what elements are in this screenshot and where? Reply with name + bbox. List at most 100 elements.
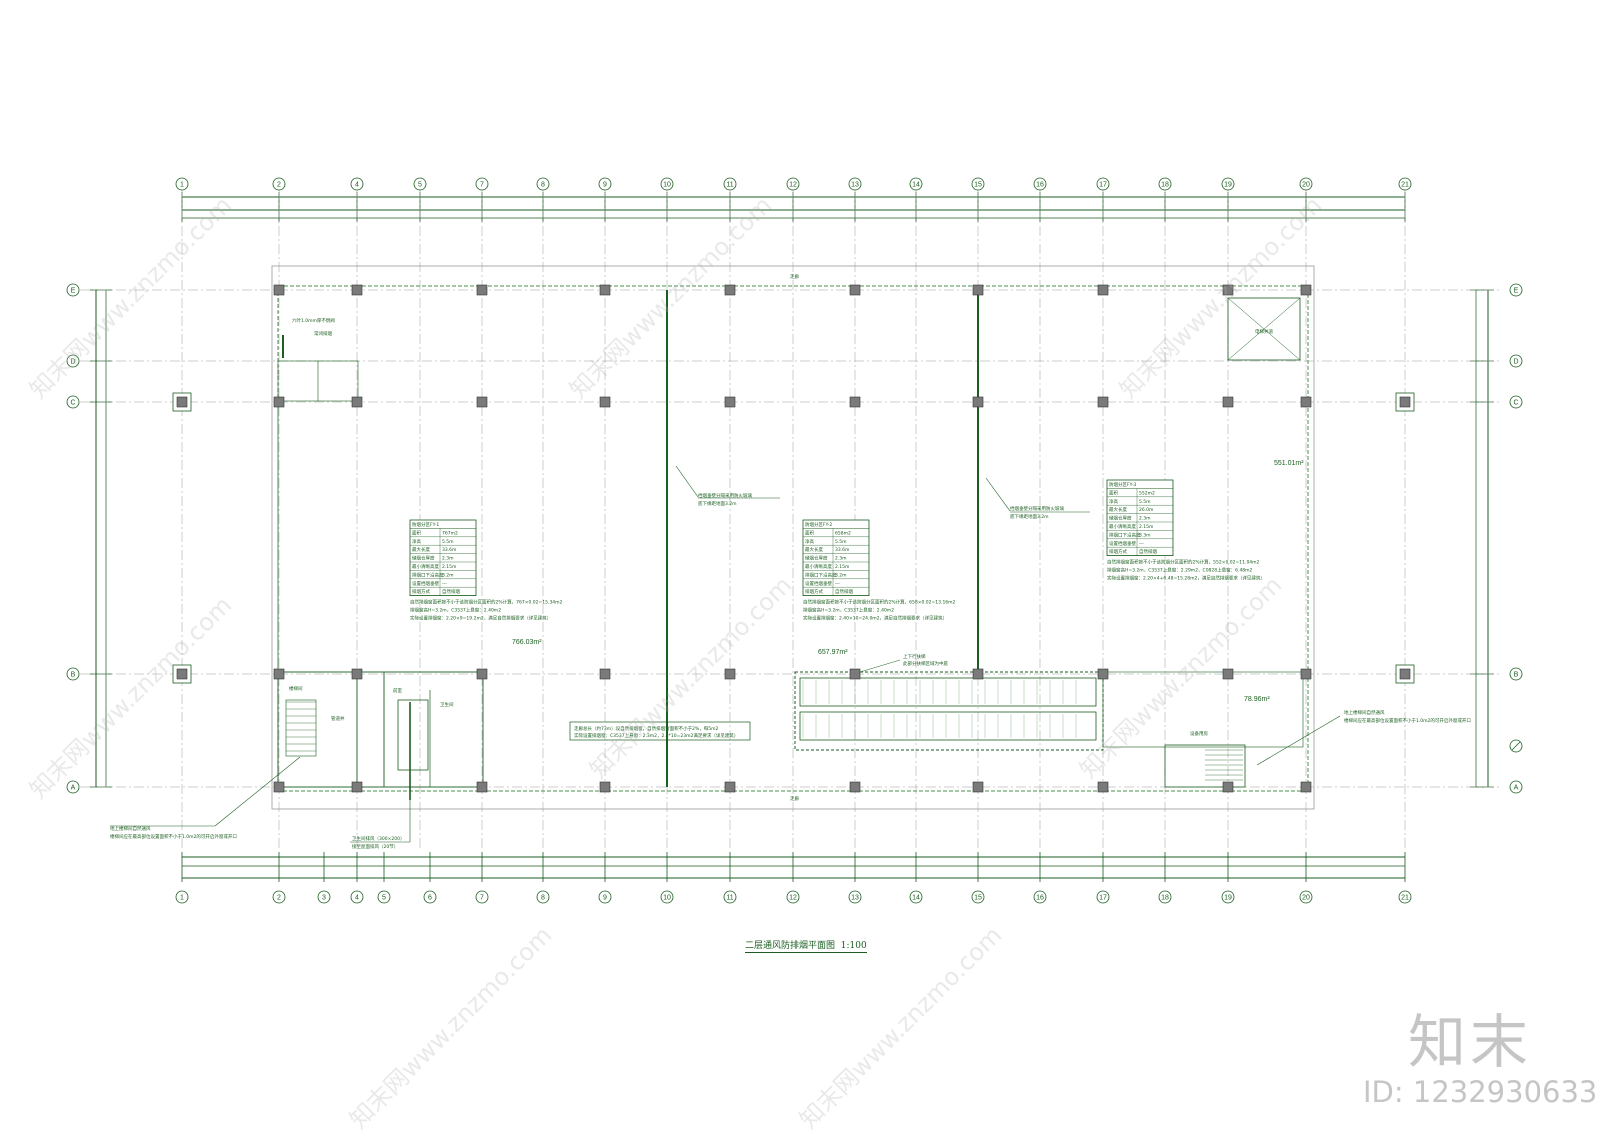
axis-bubble-label: 10 — [663, 895, 671, 902]
axis-bubble — [536, 177, 550, 191]
smoke-table-value: 2.3m — [1139, 516, 1151, 522]
smoke-table-value: 5.5m — [1139, 499, 1151, 505]
axis-bubble — [350, 890, 364, 904]
stair-tag: 楼梯间 — [289, 685, 303, 692]
axis-bubble — [1096, 890, 1110, 904]
axis-bubble-label: 5 — [418, 182, 422, 189]
column — [1097, 396, 1109, 408]
corridor-bottom-tag: 走廊 — [790, 795, 799, 802]
axis-bubble-label: B — [71, 672, 76, 679]
axis-bubble — [1509, 354, 1523, 368]
axis-bubble — [971, 890, 985, 904]
axis-bubble — [786, 177, 800, 191]
axis-bubble — [1221, 177, 1235, 191]
smoke-table-note: 排烟窗高H=3.2m，C3537上悬窗：2.40m2 — [803, 607, 894, 614]
axis-bubble-label: 12 — [789, 895, 797, 902]
column — [599, 781, 611, 793]
exhaust-duct — [397, 699, 429, 771]
smoke-table-value: 26.0m — [1139, 507, 1153, 513]
axis-bubble-slash — [1511, 741, 1521, 751]
axis-bubble — [475, 890, 489, 904]
axis-bubble — [66, 667, 80, 681]
axis-bubble-label: D — [70, 359, 75, 366]
screen-wall-note-2: 挡烟垂壁分隔采用防火玻璃 — [1010, 505, 1064, 512]
smoke-table-note: 实际设置排烟窗：2.20×4+6.48=15.28m2，满足自然排烟要求（详见建… — [1107, 575, 1265, 582]
axis-bubble — [1299, 890, 1313, 904]
smoke-table-value: 自然排烟 — [442, 588, 460, 595]
axis-bubble — [175, 890, 189, 904]
axis-bubble — [317, 890, 331, 904]
smoke-table-value: 自然排烟 — [835, 588, 853, 595]
axis-bubble — [660, 177, 674, 191]
smoke-table-value: 3.2m — [442, 572, 454, 578]
stair-left-note: 地上楼梯间自然通风 — [110, 825, 151, 832]
smoke-table-value: 2.15m — [835, 564, 849, 570]
axis-bubble — [536, 890, 550, 904]
zone2-area: 657.97m² — [818, 649, 848, 656]
smoke-table-value: 5.5m — [442, 539, 454, 545]
axis-bubble-label: 12 — [789, 182, 797, 189]
column — [273, 284, 285, 296]
smoke-table-value: 2.3m — [835, 556, 847, 562]
drawing-title-text: 二层通风防排烟平面图 — [745, 941, 836, 951]
wc-tag: 卫生间 — [440, 701, 454, 708]
leader — [859, 659, 901, 673]
corridor-note: 走廊总长（约73m）设自然排烟窗，自然排烟窗面积不小于2%，每5m2 — [574, 725, 718, 732]
column — [599, 284, 611, 296]
column — [1222, 781, 1234, 793]
axis-bubble — [1033, 177, 1047, 191]
axis-bubble — [350, 177, 364, 191]
smoke-table-key: 排烟口下沿高度 — [805, 571, 837, 578]
column-outer-core — [1399, 396, 1411, 408]
outer-wall — [271, 265, 1315, 810]
smoke-table-value: 767m2 — [442, 530, 458, 536]
column — [476, 781, 488, 793]
axis-bubble-label: 6 — [428, 895, 432, 902]
smoke-table-key: 面积 — [412, 529, 421, 536]
smoke-table-value: 5.5m — [835, 539, 847, 545]
axis-bubble-label: 15 — [974, 895, 982, 902]
smoke-table-value: --- — [1139, 542, 1144, 547]
smoke-table-key: 面积 — [1109, 489, 1118, 496]
smoke-table-key: 最小清晰高度 — [1109, 523, 1136, 530]
screen-wall-note: 挡烟垂壁分隔采用防火玻璃 — [698, 492, 752, 499]
column — [1222, 284, 1234, 296]
column — [724, 396, 736, 408]
screen-wall-note-sub: 底下缘距地面3.2m — [698, 500, 737, 507]
stair-left-ann: 楼梯间应在最高部位设置面积不小于1.0m2的可开启外窗或开口 — [110, 833, 237, 840]
axis-bubble-label: 14 — [912, 895, 920, 902]
axis-bubble-label: 1 — [180, 182, 184, 189]
elevator-x — [1227, 297, 1301, 361]
axis-bubble-label: 8 — [541, 895, 545, 902]
axis-bubble — [1398, 177, 1412, 191]
axis-bubble-label: 9 — [603, 182, 607, 189]
drawing-scale: 1:100 — [840, 941, 867, 951]
axis-bubble — [475, 177, 489, 191]
axis-bubble — [598, 177, 612, 191]
axis-bubble-label: E — [1514, 288, 1519, 295]
axis-bubble-label: 1 — [180, 895, 184, 902]
axis-bubble — [66, 395, 80, 409]
smoke-table-key: 最大长度 — [1109, 506, 1127, 513]
exhaust-note-sub: 接至屋面排风（20节） — [352, 843, 398, 850]
smoke-table-key: 排烟方式 — [805, 588, 823, 595]
equipment-tag: 设备用房 — [1190, 730, 1208, 737]
smoke-table-value: 2.15m — [442, 564, 456, 570]
column — [476, 396, 488, 408]
axis-bubble-label: 20 — [1302, 895, 1310, 902]
smoke-table-key: 最大长度 — [805, 546, 823, 553]
column-outer-core — [176, 668, 188, 680]
axis-bubble — [909, 890, 923, 904]
axis-bubble-label: C — [70, 400, 75, 407]
axis-bubble-label: 18 — [1161, 895, 1169, 902]
smoke-table-key: 净高 — [1109, 498, 1118, 505]
axis-bubble — [423, 890, 437, 904]
screen-wall-note-2-sub: 底下缘距地面3.2m — [1010, 513, 1049, 520]
axis-bubble — [1033, 890, 1047, 904]
axis-bubble-label: 5 — [382, 895, 386, 902]
axis-bubble-label: 17 — [1099, 895, 1107, 902]
